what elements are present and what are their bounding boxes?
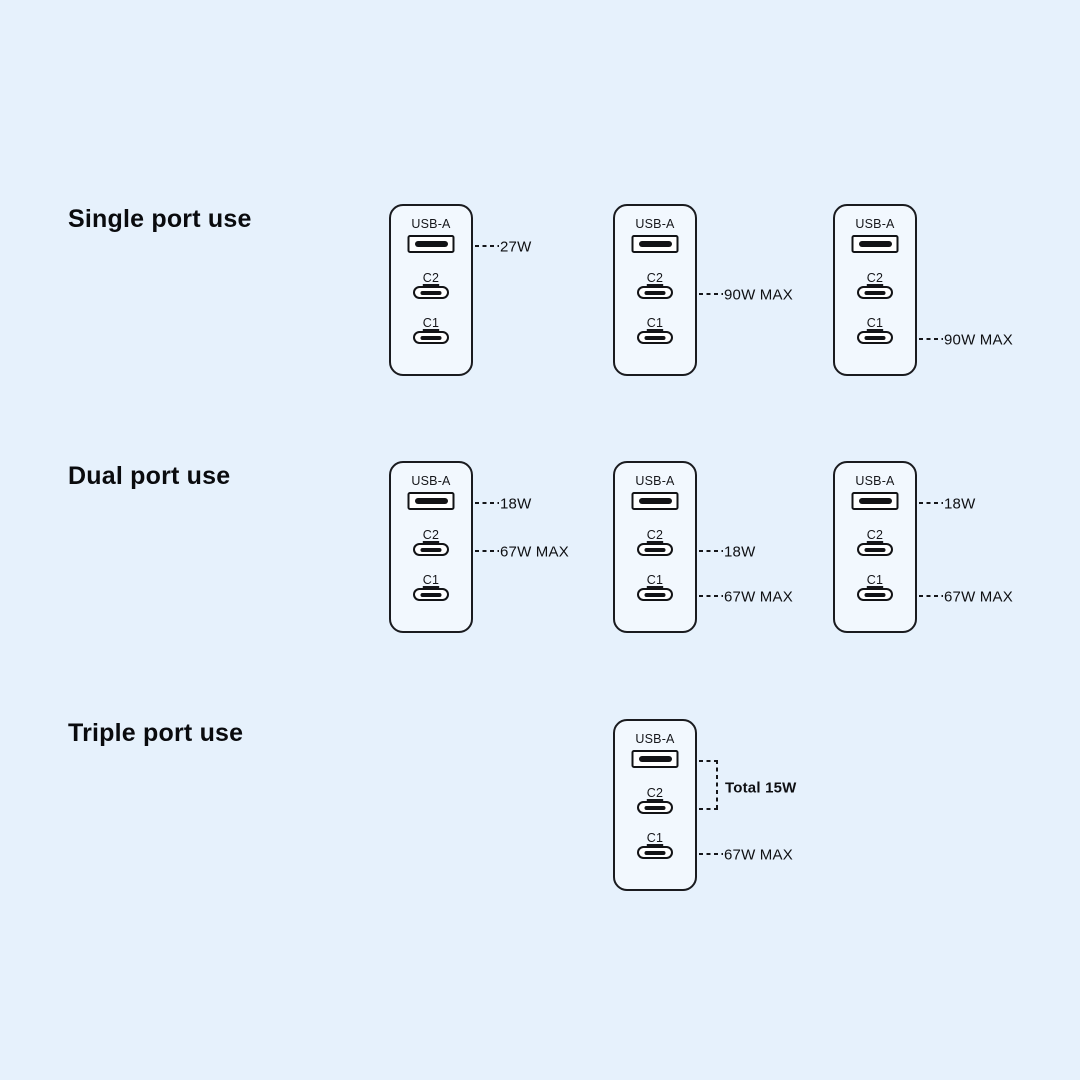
annotation-label: 90W MAX [724, 286, 793, 303]
usb-c-port-c1-label: C1 [422, 573, 440, 587]
usb-c-pin-bar [644, 805, 666, 810]
usb-c-port-c1-icon [857, 588, 893, 601]
usb-c-pin-bar [644, 592, 666, 597]
annotation-dash [699, 853, 723, 855]
usb-c-pin-bar [864, 335, 886, 340]
usb-a-port-label: USB-A [635, 217, 675, 231]
annotation-dash [919, 338, 943, 340]
usb-c-port-c1-label: C1 [646, 316, 664, 330]
usb-a-pin-bar [414, 241, 448, 247]
usb-c-port-c2-icon [857, 286, 893, 299]
bracket-dash-top [699, 760, 718, 762]
usb-c-port-c2-label: C2 [422, 528, 440, 542]
usb-c-pin-bar [864, 547, 886, 552]
usb-c-port-c1-icon [413, 331, 449, 344]
usb-c-pin-bar [644, 290, 666, 295]
usb-c-port-c2-icon [637, 543, 673, 556]
section-heading-dual-port: Dual port use [68, 462, 231, 490]
annotation-dash [475, 502, 499, 504]
usb-a-port-icon [631, 492, 679, 510]
usb-a-port-icon [407, 235, 455, 253]
usb-a-port-icon [631, 235, 679, 253]
section-heading-single-port: Single port use [68, 205, 252, 233]
usb-c-pin-bar [864, 592, 886, 597]
usb-a-pin-bar [638, 498, 672, 504]
usb-a-port-icon [631, 750, 679, 768]
usb-c-port-c1-icon [413, 588, 449, 601]
annotation-label: 90W MAX [944, 331, 1013, 348]
usb-c-pin-bar [644, 547, 666, 552]
usb-c-pin-bar [420, 547, 442, 552]
usb-c-port-c1-label: C1 [866, 316, 884, 330]
usb-a-port-label: USB-A [635, 474, 675, 488]
bracket-dash-bottom [699, 808, 718, 810]
annotation-dash [475, 245, 499, 247]
annotation-dash [699, 293, 723, 295]
usb-c-port-c2-icon [637, 286, 673, 299]
usb-c-port-c2-label: C2 [646, 786, 664, 800]
usb-c-port-c2-label: C2 [646, 528, 664, 542]
usb-a-port-label: USB-A [411, 474, 451, 488]
usb-c-pin-bar [420, 290, 442, 295]
annotation-dash [919, 595, 943, 597]
usb-a-pin-bar [638, 756, 672, 762]
usb-c-port-c2-icon [857, 543, 893, 556]
section-heading-triple-port: Triple port use [68, 719, 244, 747]
usb-c-port-c1-label: C1 [646, 573, 664, 587]
usb-c-port-c2-label: C2 [646, 271, 664, 285]
annotation-label: 27W [500, 238, 532, 255]
annotation-dash [919, 502, 943, 504]
usb-a-port-label: USB-A [635, 732, 675, 746]
usb-c-port-c2-icon [637, 801, 673, 814]
usb-a-port-label: USB-A [855, 474, 895, 488]
usb-c-port-c2-label: C2 [422, 271, 440, 285]
annotation-label: Total 15W [725, 779, 797, 797]
usb-a-port-icon [851, 492, 899, 510]
annotation-label: 67W MAX [724, 588, 793, 605]
annotation-label: 67W MAX [724, 846, 793, 863]
annotation-label: 18W [724, 543, 756, 560]
usb-c-port-c2-label: C2 [866, 528, 884, 542]
usb-c-port-c1-icon [857, 331, 893, 344]
usb-a-pin-bar [638, 241, 672, 247]
usb-c-port-c1-icon [637, 588, 673, 601]
usb-c-port-c2-icon [413, 286, 449, 299]
annotation-label: 67W MAX [500, 543, 569, 560]
annotation-label: 18W [500, 495, 532, 512]
usb-c-port-c1-label: C1 [866, 573, 884, 587]
annotation-label: 18W [944, 495, 976, 512]
annotation-dash [699, 550, 723, 552]
usb-c-port-c1-icon [637, 331, 673, 344]
usb-a-port-label: USB-A [411, 217, 451, 231]
usb-a-pin-bar [858, 241, 892, 247]
usb-c-pin-bar [644, 335, 666, 340]
usb-c-port-c1-icon [637, 846, 673, 859]
usb-a-port-icon [851, 235, 899, 253]
usb-c-pin-bar [864, 290, 886, 295]
usb-a-port-label: USB-A [855, 217, 895, 231]
usb-c-port-c2-label: C2 [866, 271, 884, 285]
annotation-label: 67W MAX [944, 588, 1013, 605]
bracket-dash-vertical [716, 760, 718, 810]
usb-c-port-c1-label: C1 [422, 316, 440, 330]
usb-c-pin-bar [644, 850, 666, 855]
usb-c-pin-bar [420, 592, 442, 597]
usb-a-port-icon [407, 492, 455, 510]
usb-c-port-c2-icon [413, 543, 449, 556]
usb-a-pin-bar [858, 498, 892, 504]
usb-a-pin-bar [414, 498, 448, 504]
annotation-dash [699, 595, 723, 597]
usb-c-pin-bar [420, 335, 442, 340]
annotation-dash [475, 550, 499, 552]
usb-c-port-c1-label: C1 [646, 831, 664, 845]
